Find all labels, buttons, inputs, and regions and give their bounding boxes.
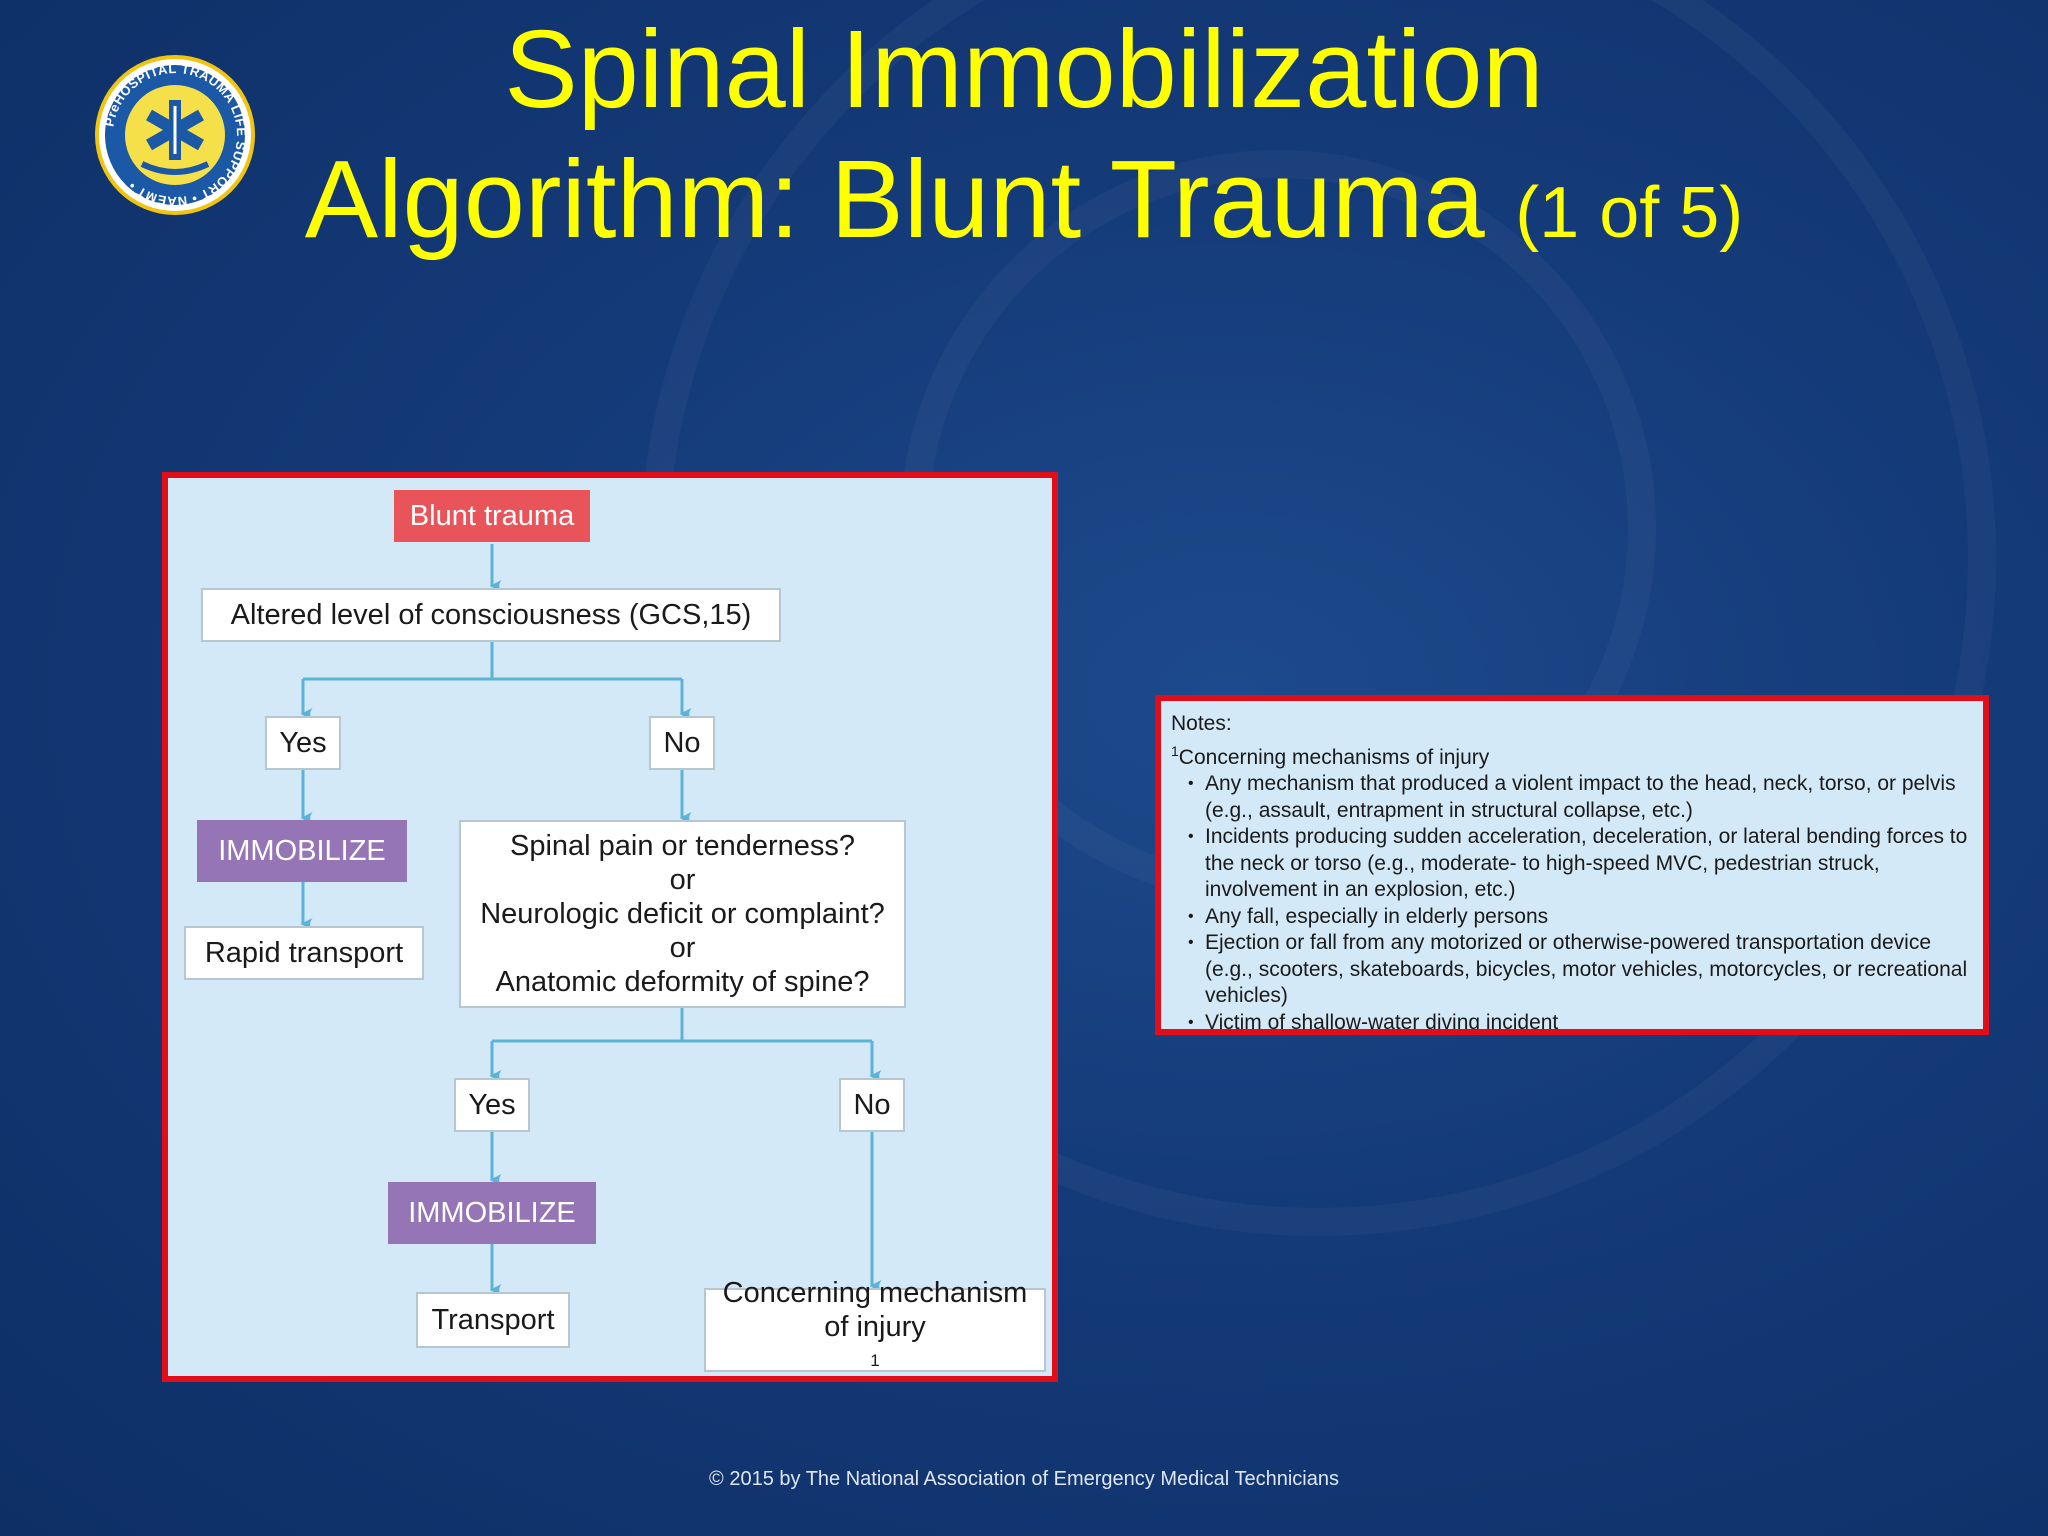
concerning-mechanism-line1: Concerning mechanism <box>722 1276 1028 1309</box>
q2-yes-label: Yes <box>454 1078 530 1132</box>
star-of-life-icon <box>146 100 204 160</box>
notes-footnote-marker: 1 <box>1171 742 1179 759</box>
notes-heading-wrap: 1Concerning mechanisms of injury <box>1171 738 1973 772</box>
spinal-assessment-or: or <box>669 932 696 964</box>
immobilize-node-2: IMMOBILIZE <box>388 1182 596 1244</box>
flowchart-panel: Blunt trauma Altered level of consciousn… <box>162 472 1058 1382</box>
notes-list-item: Victim of shallow-water diving incident <box>1171 1010 1973 1030</box>
slide-title-line2: Algorithm: Blunt Trauma (1 of 5) <box>0 140 2048 273</box>
transport-node: Transport <box>416 1292 570 1348</box>
copyright-footer: © 2015 by The National Association of Em… <box>709 1468 1339 1490</box>
spinal-assessment-or: or <box>669 864 696 896</box>
notes-list-item: Any fall, especially in elderly persons <box>1171 904 1973 931</box>
notes-label: Notes: <box>1171 712 1232 735</box>
start-node: Blunt trauma <box>394 490 590 542</box>
notes-heading: Concerning mechanisms of injury <box>1178 745 1490 769</box>
rapid-transport-node: Rapid transport <box>184 926 424 980</box>
spinal-assessment-line: Spinal pain or tenderness? <box>509 830 855 862</box>
q2-no-label: No <box>839 1078 905 1132</box>
q1-no-label: No <box>649 716 715 770</box>
notes-list-item: Any mechanism that produced a violent im… <box>1171 771 1973 824</box>
spinal-assessment-line: Neurologic deficit or complaint? <box>480 898 885 930</box>
footnote-ref: 1 <box>870 1350 880 1370</box>
notes-panel: Notes: 1Concerning mechanisms of injury … <box>1155 695 1989 1035</box>
decision-altered-consciousness: Altered level of consciousness (GCS,15) <box>201 588 781 642</box>
concerning-mechanism-node: Concerning mechanism of injury 1 <box>704 1277 1046 1372</box>
pre-hospital-trauma-life-support-logo: PreHOSPITAL TRAUMA LIFE SUPPORT • NAEMT … <box>95 55 255 215</box>
notes-list-item: Ejection or fall from any motorized or o… <box>1171 930 1973 1010</box>
decision-spinal-assessment: Spinal pain or tenderness? or Neurologic… <box>459 820 906 1008</box>
concerning-mechanism-line2-wrap: of injury 1 <box>824 1310 926 1376</box>
flowchart-connectors <box>300 544 882 1296</box>
immobilize-node-1: IMMOBILIZE <box>197 820 407 882</box>
slide-title-main: Algorithm: Blunt Trauma <box>304 138 1485 261</box>
spinal-assessment-line: Anatomic deformity of spine? <box>495 966 870 998</box>
slide-title-part: (1 of 5) <box>1515 173 1744 253</box>
notes-list-item: Incidents producing sudden acceleration,… <box>1171 824 1973 904</box>
slide-title-line1: Spinal Immobilization <box>504 8 1544 131</box>
q1-yes-label: Yes <box>265 716 341 770</box>
concerning-mechanism-line2: of injury <box>824 1310 926 1343</box>
